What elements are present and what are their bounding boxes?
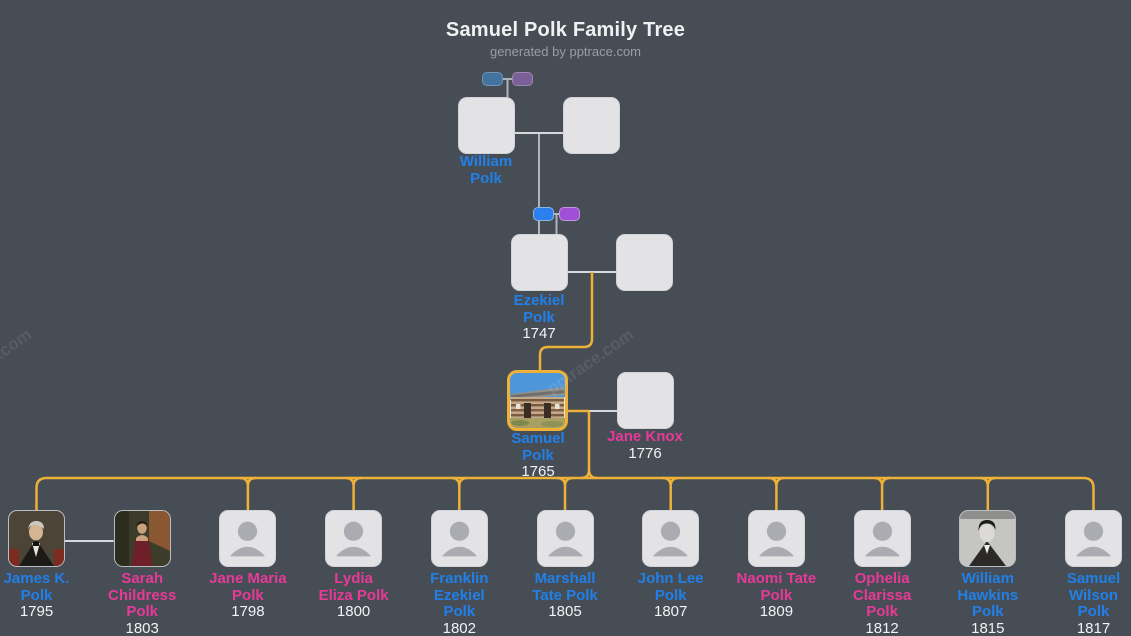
person-card-child-6[interactable]: [642, 510, 700, 567]
birth-year: 1815: [971, 619, 1005, 636]
log-cabin-photo: [510, 373, 565, 428]
page-subtitle: generated by pptrace.com: [489, 44, 642, 59]
person-silhouette-icon: [865, 521, 899, 557]
person-card-child-4[interactable]: [430, 510, 488, 567]
person-card-william-spouse[interactable]: [563, 97, 620, 154]
person-silhouette-icon: [442, 521, 477, 557]
birth-year: 1800: [336, 603, 371, 620]
female-gender-icon[interactable]: [559, 207, 580, 221]
birth-year: 1802: [442, 619, 476, 636]
person-silhouette-icon: [336, 521, 371, 557]
birth-year: 1795: [19, 603, 54, 620]
person-label-jane-knox: Jane Knox 1776: [590, 428, 700, 462]
person-card-samuel-polk[interactable]: [507, 370, 568, 431]
person-card-child-1[interactable]: [113, 510, 171, 567]
person-card-child-7[interactable]: [747, 510, 805, 567]
person-card-child-0[interactable]: [8, 510, 65, 567]
william-hawkins-polk-portrait: [960, 511, 1016, 566]
page-title: Samuel Polk Family Tree: [445, 19, 686, 41]
birth-year: 1798: [231, 603, 265, 620]
person-silhouette-icon: [653, 521, 688, 557]
female-gender-icon[interactable]: [512, 72, 533, 86]
sarah-childress-polk-portrait: [114, 511, 170, 566]
person-card-jane-knox[interactable]: [617, 372, 674, 429]
birth-year: 1805: [548, 603, 582, 620]
person-card-child-3[interactable]: [325, 510, 383, 567]
person-silhouette-icon: [759, 521, 794, 557]
birth-year: 1807: [654, 603, 688, 620]
birth-year: 1776: [628, 444, 662, 462]
person-silhouette-icon: [1076, 521, 1111, 557]
male-gender-icon[interactable]: [482, 72, 503, 86]
person-card-child-5[interactable]: [536, 510, 594, 567]
person-silhouette-icon: [548, 521, 582, 557]
person-label-william-polk: William Polk: [459, 153, 513, 187]
birth-year: 1809: [759, 603, 794, 620]
person-card-child-9[interactable]: [959, 510, 1017, 567]
person-card-child-10[interactable]: [1065, 510, 1122, 567]
james-k-polk-portrait: [9, 511, 64, 566]
birth-year: 1747: [522, 325, 556, 342]
person-silhouette-icon: [231, 521, 265, 557]
person-label-samuel-polk: Samuel Polk 1765: [483, 430, 593, 481]
person-card-ezekiel-polk[interactable]: [511, 234, 568, 291]
birth-year: 1803: [125, 619, 159, 636]
person-label-ezekiel-polk: Ezekiel Polk 1747: [484, 292, 594, 343]
birth-year: 1817: [1076, 619, 1111, 636]
person-card-ezekiel-spouse[interactable]: [616, 234, 673, 291]
birth-year: 1812: [865, 619, 899, 636]
male-gender-icon[interactable]: [533, 207, 554, 221]
person-card-william-polk[interactable]: [458, 97, 515, 154]
birth-year: 1765: [521, 463, 555, 480]
person-card-child-2[interactable]: [219, 510, 277, 567]
person-card-child-8[interactable]: [853, 510, 911, 567]
